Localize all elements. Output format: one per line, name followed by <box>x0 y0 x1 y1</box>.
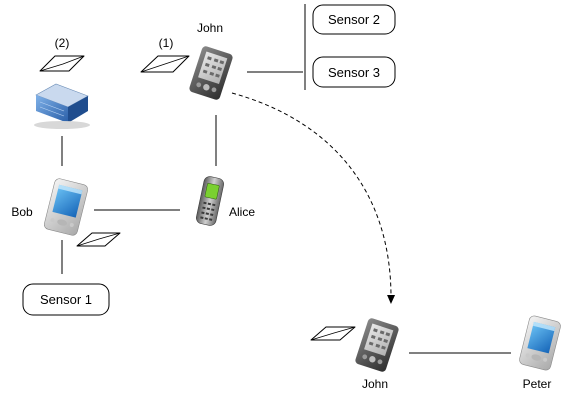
pda-icon-john-top <box>189 46 233 100</box>
pda-icon-john-bottom <box>355 318 399 372</box>
node-label-alice: Alice <box>229 205 255 219</box>
sensor-box-2: Sensor 2 <box>312 4 396 35</box>
message-label-1: (1) <box>159 36 174 50</box>
pda-icon-peter <box>519 315 561 371</box>
node-label-peter: Peter <box>523 377 552 391</box>
sensor-box-3: Sensor 3 <box>312 56 396 88</box>
message-envelope-1 <box>140 55 190 73</box>
message-envelope-john-bottom <box>310 326 356 341</box>
pda-icon-bob <box>43 178 89 236</box>
edges <box>61 4 511 354</box>
movement-arrow <box>231 92 396 304</box>
sensor-3-label: Sensor 3 <box>328 65 380 80</box>
message-envelope-bob <box>76 232 121 247</box>
message-label-2: (2) <box>55 36 70 50</box>
mobile-phone-icon-alice <box>196 176 224 226</box>
sensor-2-label: Sensor 2 <box>328 12 380 27</box>
node-label-john-bottom: John <box>362 377 388 391</box>
sensor-1-label: Sensor 1 <box>40 292 92 307</box>
node-label-bob: Bob <box>11 205 33 219</box>
node-label-john-top: John <box>197 21 223 35</box>
sensor-box-1: Sensor 1 <box>22 283 110 316</box>
server-building-icon <box>34 83 90 129</box>
message-envelope-2 <box>39 55 85 72</box>
